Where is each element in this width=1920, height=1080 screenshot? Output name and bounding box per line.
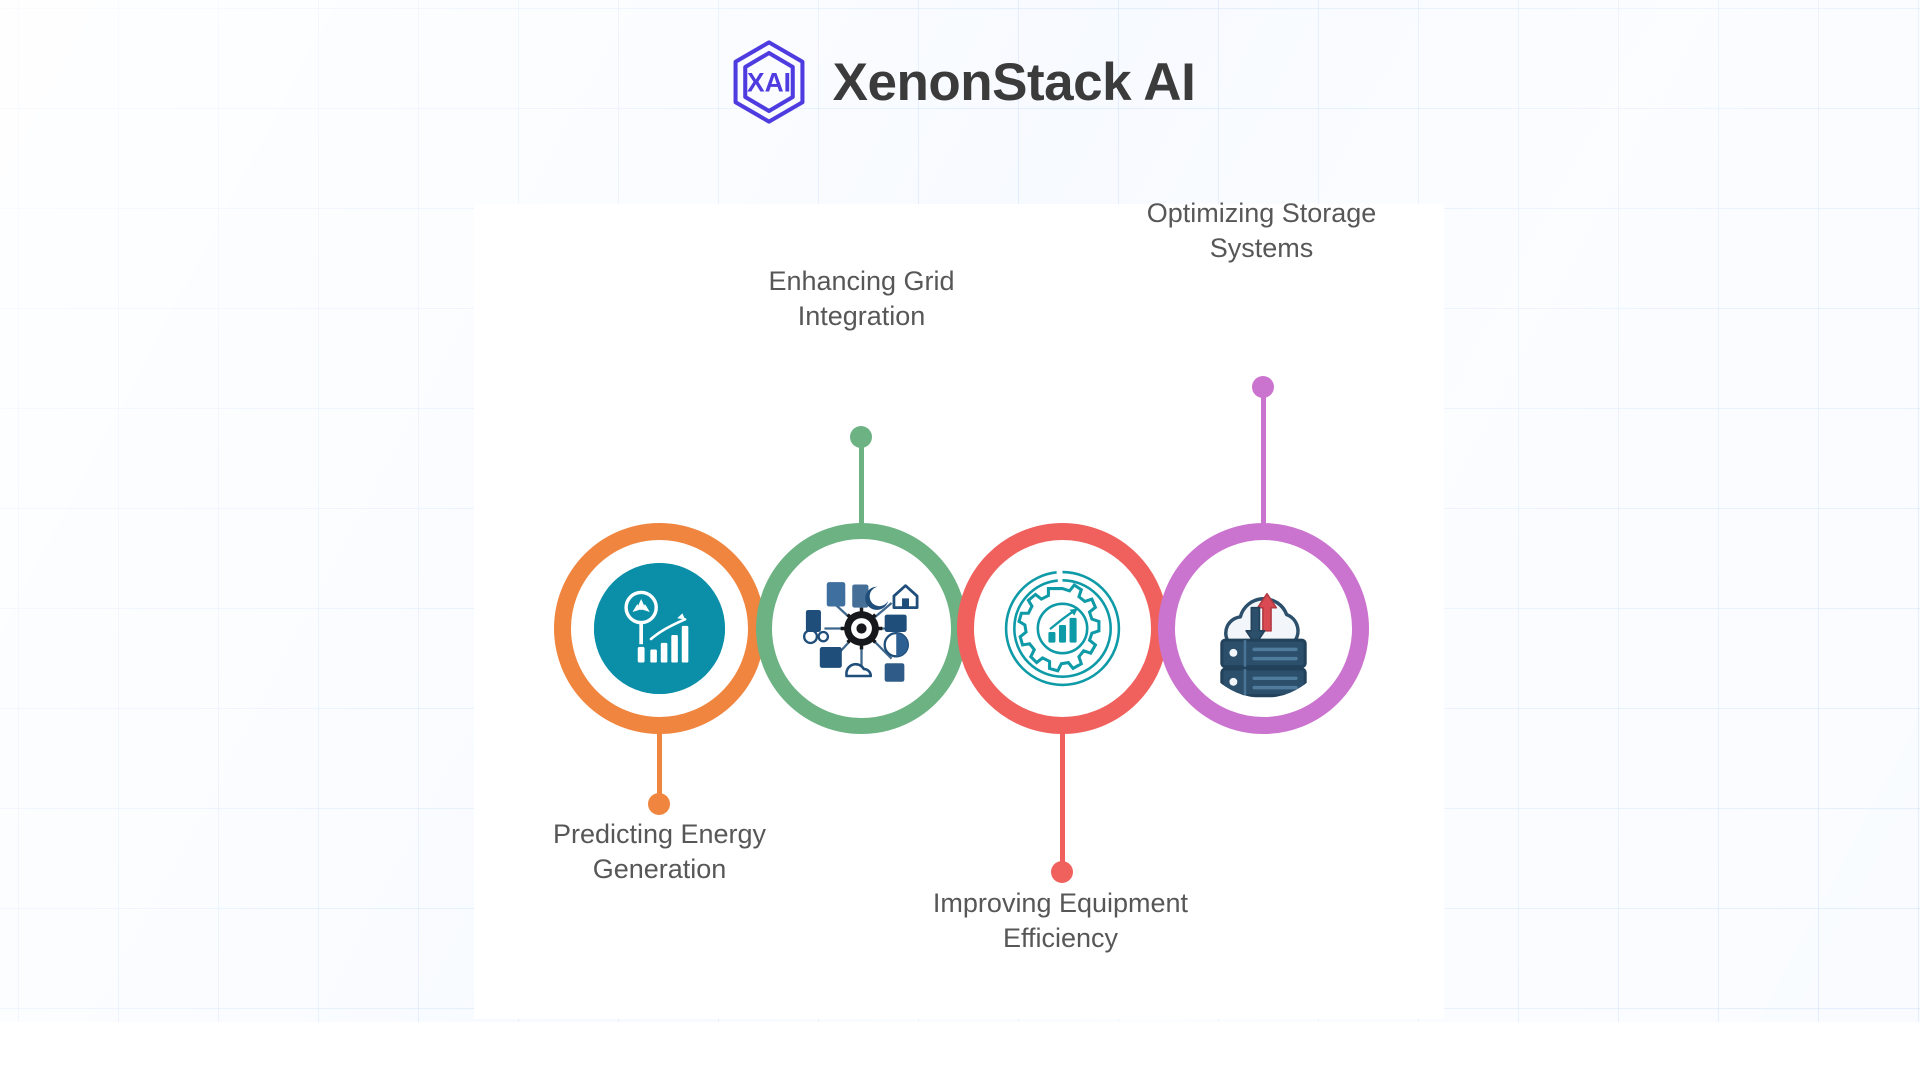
gear-performance-chart-icon	[992, 558, 1133, 699]
connector-dot-4	[1252, 376, 1274, 398]
connector-dot-3	[1051, 861, 1073, 883]
connector-dot-1	[648, 793, 670, 815]
node-label-2: Enhancing Grid Integration	[768, 266, 955, 332]
connector-dot-2	[850, 426, 872, 448]
svg-text:XAI: XAI	[747, 68, 791, 98]
connector-stem-2	[859, 444, 864, 532]
connector-stem-3	[1060, 724, 1065, 869]
node-label-4: Optimizing Storage Systems	[1146, 198, 1377, 264]
cloud-server-storage-icon	[1194, 559, 1333, 698]
node-label-1: Predicting Energy Generation	[552, 819, 767, 885]
xai-hexagon-logo-icon: XAI	[725, 38, 813, 126]
process-diagram: Predicting Energy Generation	[474, 198, 1444, 1019]
node-label-3: Improving Equipment Efficiency	[932, 888, 1189, 954]
smart-grid-network-icon	[792, 559, 931, 698]
brand-name: XenonStack AI	[832, 52, 1196, 112]
connector-stem-1	[657, 724, 662, 802]
wind-turbine-analytics-icon	[594, 563, 725, 694]
brand-header: XAI XenonStack AI	[0, 38, 1920, 126]
connector-stem-4	[1261, 392, 1266, 532]
